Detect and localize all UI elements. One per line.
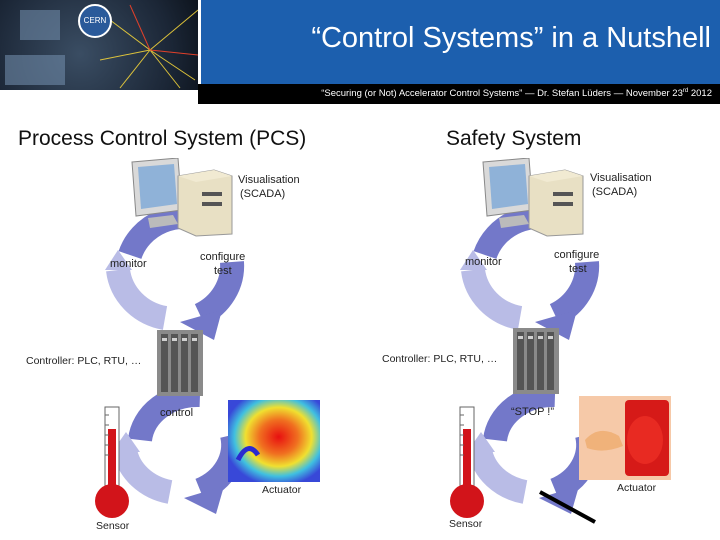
safety-controller-label: Controller: PLC, RTU, …	[382, 353, 498, 365]
cern-logo-text: CERN	[83, 16, 107, 25]
safety-scada-label: (SCADA)	[592, 186, 638, 198]
safety-diagram: Visualisation (SCADA) monitor configure …	[355, 150, 720, 540]
pcs-actuator-label: Actuator	[262, 484, 302, 496]
pcs-test-label: test	[214, 265, 232, 277]
subtitle-sup: rd	[682, 88, 689, 94]
pcs-computer-icon	[131, 158, 233, 237]
pcs-heading: Process Control System (PCS)	[18, 127, 307, 150]
safety-plc-icon	[513, 328, 559, 394]
safety-cut-line	[539, 490, 596, 524]
pcs-controller-label: Controller: PLC, RTU, …	[26, 355, 142, 367]
slide-header: CERN “Control Systems” in a Nutshell “Se…	[0, 0, 720, 104]
safety-test-label: test	[569, 263, 587, 275]
pcs-configure-label: configure	[200, 251, 246, 263]
safety-actuator-label: Actuator	[617, 482, 657, 494]
safety-emergency-button-icon	[579, 396, 671, 480]
pcs-diagram: Visualisation (SCADA) monitor configure …	[0, 150, 360, 540]
safety-computer-icon	[482, 158, 584, 237]
pcs-control-label: control	[160, 407, 194, 419]
slide-title: “Control Systems” in a Nutshell	[311, 22, 711, 54]
safety-stop-label: “STOP !”	[511, 406, 554, 418]
safety-monitor-label: monitor	[465, 256, 502, 268]
pcs-actuator-heatmap-image	[228, 400, 320, 482]
safety-heading: Safety System	[446, 127, 582, 150]
subtitle-main: “Securing (or Not) Accelerator Control S…	[321, 88, 683, 100]
pcs-scada-label: (SCADA)	[240, 188, 286, 200]
subtitle-bar: “Securing (or Not) Accelerator Control S…	[198, 84, 720, 104]
safety-sensor-label: Sensor	[449, 518, 483, 530]
pcs-plc-icon	[157, 330, 203, 396]
pcs-visualisation-label: Visualisation	[238, 174, 300, 186]
cern-logo: CERN	[78, 4, 112, 38]
pcs-thermometer-icon	[95, 406, 129, 518]
safety-configure-label: configure	[554, 249, 600, 261]
safety-thermometer-icon	[450, 406, 484, 518]
pcs-sensor-label: Sensor	[96, 520, 130, 532]
safety-visualisation-label: Visualisation	[590, 172, 652, 184]
slide-subtitle: “Securing (or Not) Accelerator Control S…	[321, 88, 712, 99]
subtitle-year: 2012	[688, 88, 712, 100]
pcs-monitor-label: monitor	[110, 258, 147, 270]
header-strip	[0, 90, 198, 104]
title-bar: “Control Systems” in a Nutshell	[198, 0, 720, 84]
